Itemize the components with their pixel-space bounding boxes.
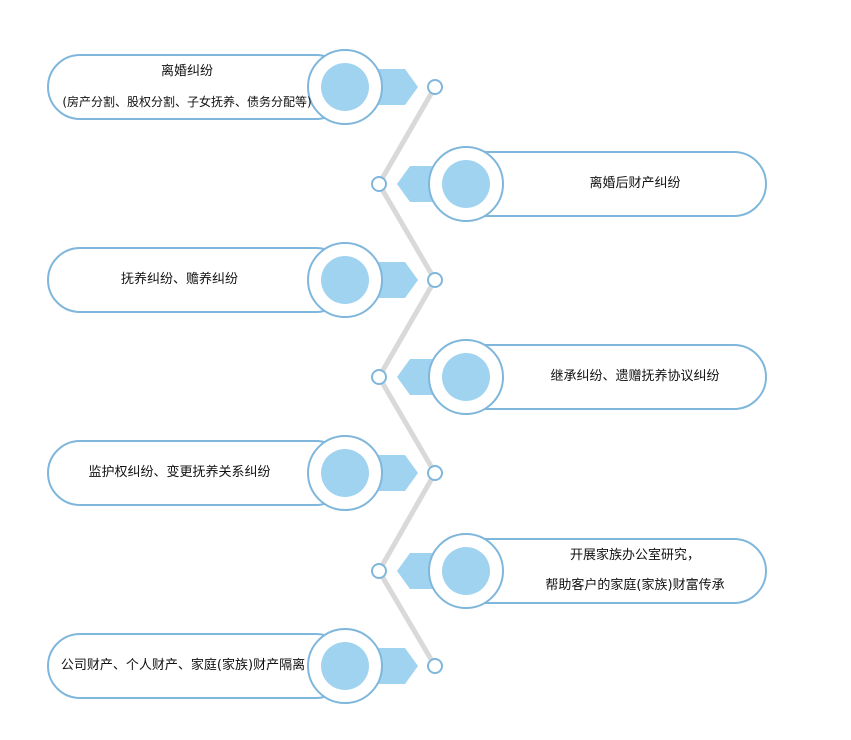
- hexagon-arrow: [372, 69, 418, 105]
- inner-circle: [321, 449, 369, 497]
- connector-node: [427, 465, 443, 481]
- item-1-subtitle: (房产分割、股权分割、子女抚养、债务分配等): [62, 95, 312, 109]
- item-3-label: 抚养纠纷、赡养纠纷: [52, 248, 307, 312]
- item-4-label: 继承纠纷、遗赠抚养协议纠纷: [510, 345, 760, 409]
- connector-node: [371, 369, 387, 385]
- item-6-title: 开展家族办公室研究，: [569, 548, 700, 563]
- inner-circle: [442, 353, 490, 401]
- item-6-subtitle: 帮助客户的家庭(家族)财富传承: [545, 578, 725, 593]
- inner-circle: [442, 547, 490, 595]
- inner-circle: [321, 256, 369, 304]
- item-6-label: 开展家族办公室研究， 帮助客户的家庭(家族)财富传承: [510, 539, 760, 603]
- item-4-title: 继承纠纷、遗赠抚养协议纠纷: [550, 369, 720, 384]
- item-1-label: 离婚纠纷 (房产分割、股权分割、子女抚养、债务分配等): [52, 55, 322, 119]
- hexagon-arrow: [372, 648, 418, 684]
- inner-circle: [442, 160, 490, 208]
- hexagon-arrow: [372, 262, 418, 298]
- item-5-label: 监护权纠纷、变更抚养关系纠纷: [52, 441, 307, 505]
- connector-node: [427, 272, 443, 288]
- inner-circle: [321, 642, 369, 690]
- item-7-title: 公司财产、个人财产、家庭(家族)财产隔离: [60, 658, 306, 673]
- connector-node: [371, 176, 387, 192]
- item-7-label: 公司财产、个人财产、家庭(家族)财产隔离: [48, 634, 318, 698]
- connector-node: [427, 79, 443, 95]
- item-3-title: 抚养纠纷、赡养纠纷: [120, 272, 238, 287]
- connector-node: [371, 563, 387, 579]
- item-2-label: 离婚后财产纠纷: [510, 152, 760, 216]
- connector-node: [427, 658, 443, 674]
- item-5-title: 监护权纠纷、变更抚养关系纠纷: [88, 465, 271, 480]
- item-1-title: 离婚纠纷: [160, 64, 213, 79]
- inner-circle: [321, 63, 369, 111]
- item-2-title: 离婚后财产纠纷: [589, 176, 681, 191]
- hexagon-arrow: [372, 455, 418, 491]
